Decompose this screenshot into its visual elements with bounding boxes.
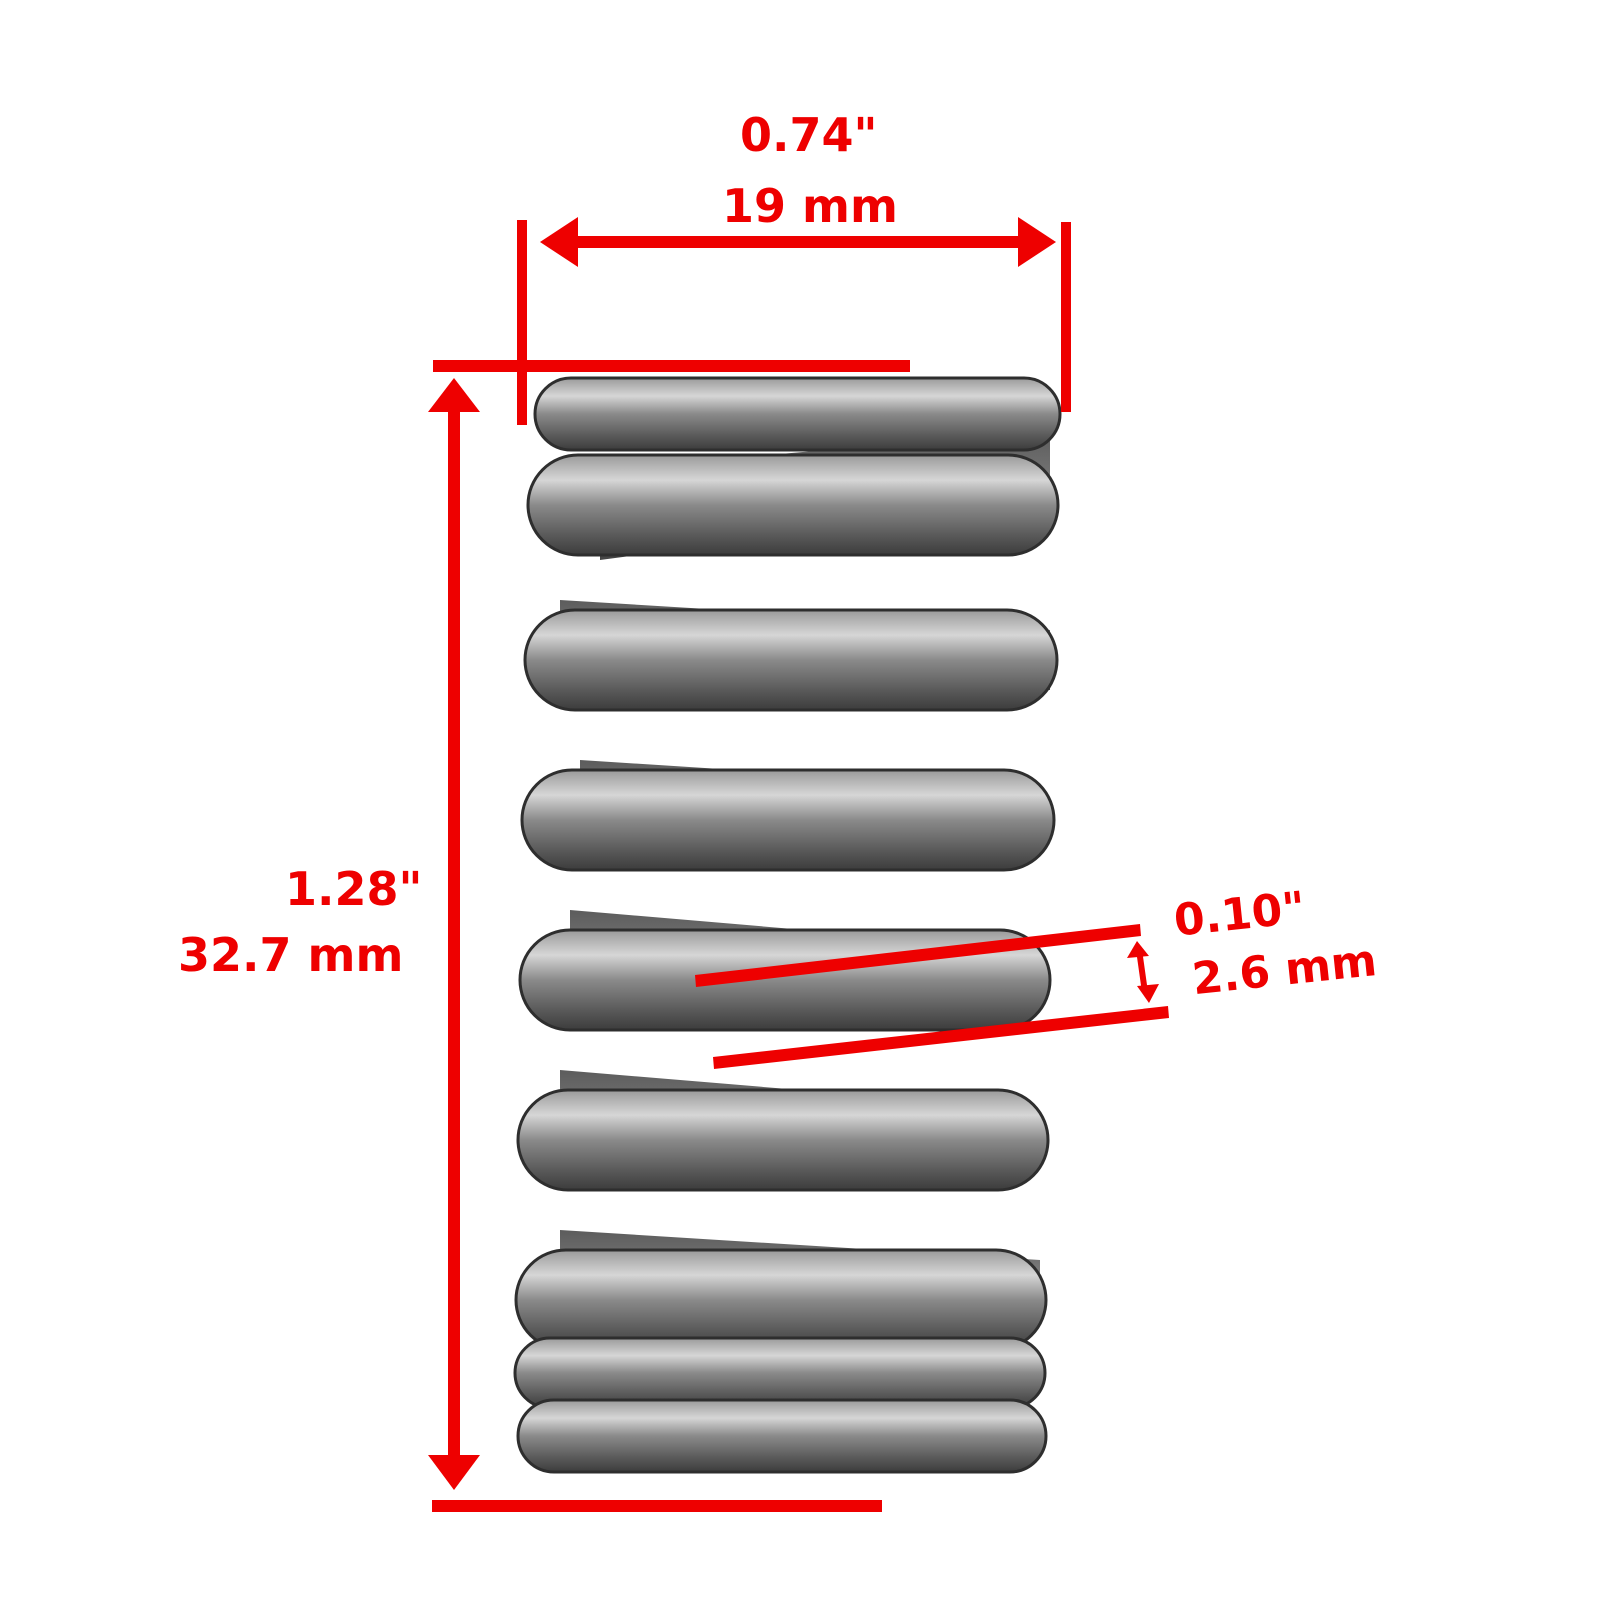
outer-diameter-inches-label: 0.74" [740, 108, 878, 162]
pitch-dimension [695, 924, 1169, 1069]
height-top-line [433, 360, 910, 372]
width-arrow-left-head [540, 217, 578, 267]
wire-thickness-labels: 0.10" 2.6 mm [1172, 879, 1379, 1005]
outer-diameter-mm-label: 19 mm [722, 179, 898, 233]
pitch-upper-line [695, 924, 1141, 987]
height-arrow-up-head [428, 378, 480, 412]
free-length-inches-label: 1.28" [285, 862, 423, 916]
height-arrow-shaft [448, 405, 460, 1465]
pitch-lower-line [713, 1006, 1169, 1069]
free-length-mm-label: 32.7 mm [178, 928, 404, 982]
width-dimension [517, 217, 1071, 425]
height-dimension [428, 360, 910, 1512]
width-extension-line-left [517, 220, 527, 425]
width-extension-line-right [1061, 222, 1071, 412]
width-arrow-right-head [1018, 217, 1056, 267]
height-bottom-line [432, 1500, 882, 1512]
height-arrow-down-head [428, 1455, 480, 1490]
width-arrow-shaft [570, 236, 1030, 248]
